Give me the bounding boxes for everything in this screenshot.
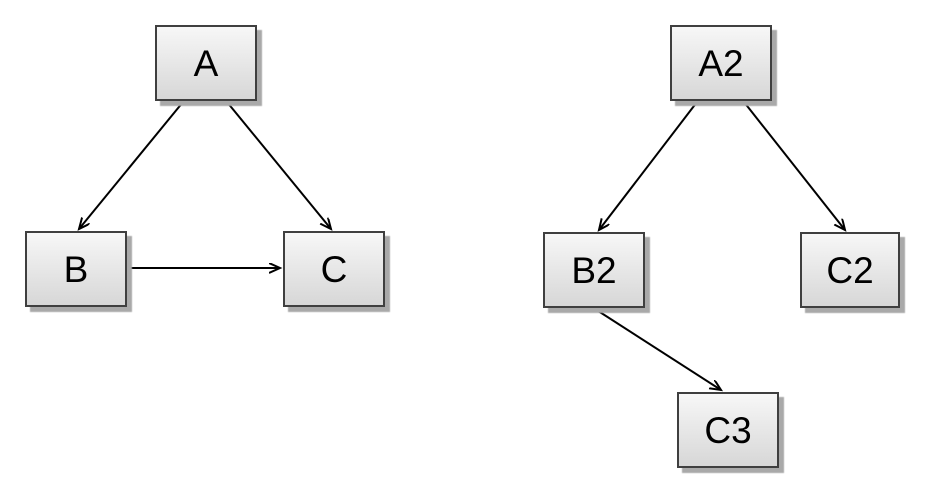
node-c3-label: C3 [704, 409, 752, 451]
node-a[interactable]: A [155, 25, 257, 101]
node-b-label: B [63, 248, 89, 290]
node-a2[interactable]: A2 [670, 25, 772, 101]
node-c2-label: C2 [826, 249, 874, 291]
edge-a2-b2[interactable] [599, 101, 698, 230]
node-a-label: A [193, 42, 219, 84]
node-b[interactable]: B [25, 231, 127, 307]
edge-b2-c3[interactable] [591, 306, 721, 390]
node-a2-label: A2 [698, 42, 744, 84]
node-b2-label: B2 [571, 249, 617, 291]
node-c3[interactable]: C3 [677, 392, 779, 468]
node-c[interactable]: C [283, 231, 385, 307]
edge-a-c[interactable] [226, 101, 331, 229]
edge-a-b[interactable] [79, 101, 184, 229]
node-c2[interactable]: C2 [800, 232, 900, 308]
edge-a2-c2[interactable] [743, 101, 845, 230]
node-c-label: C [320, 248, 348, 290]
node-b2[interactable]: B2 [543, 232, 645, 308]
